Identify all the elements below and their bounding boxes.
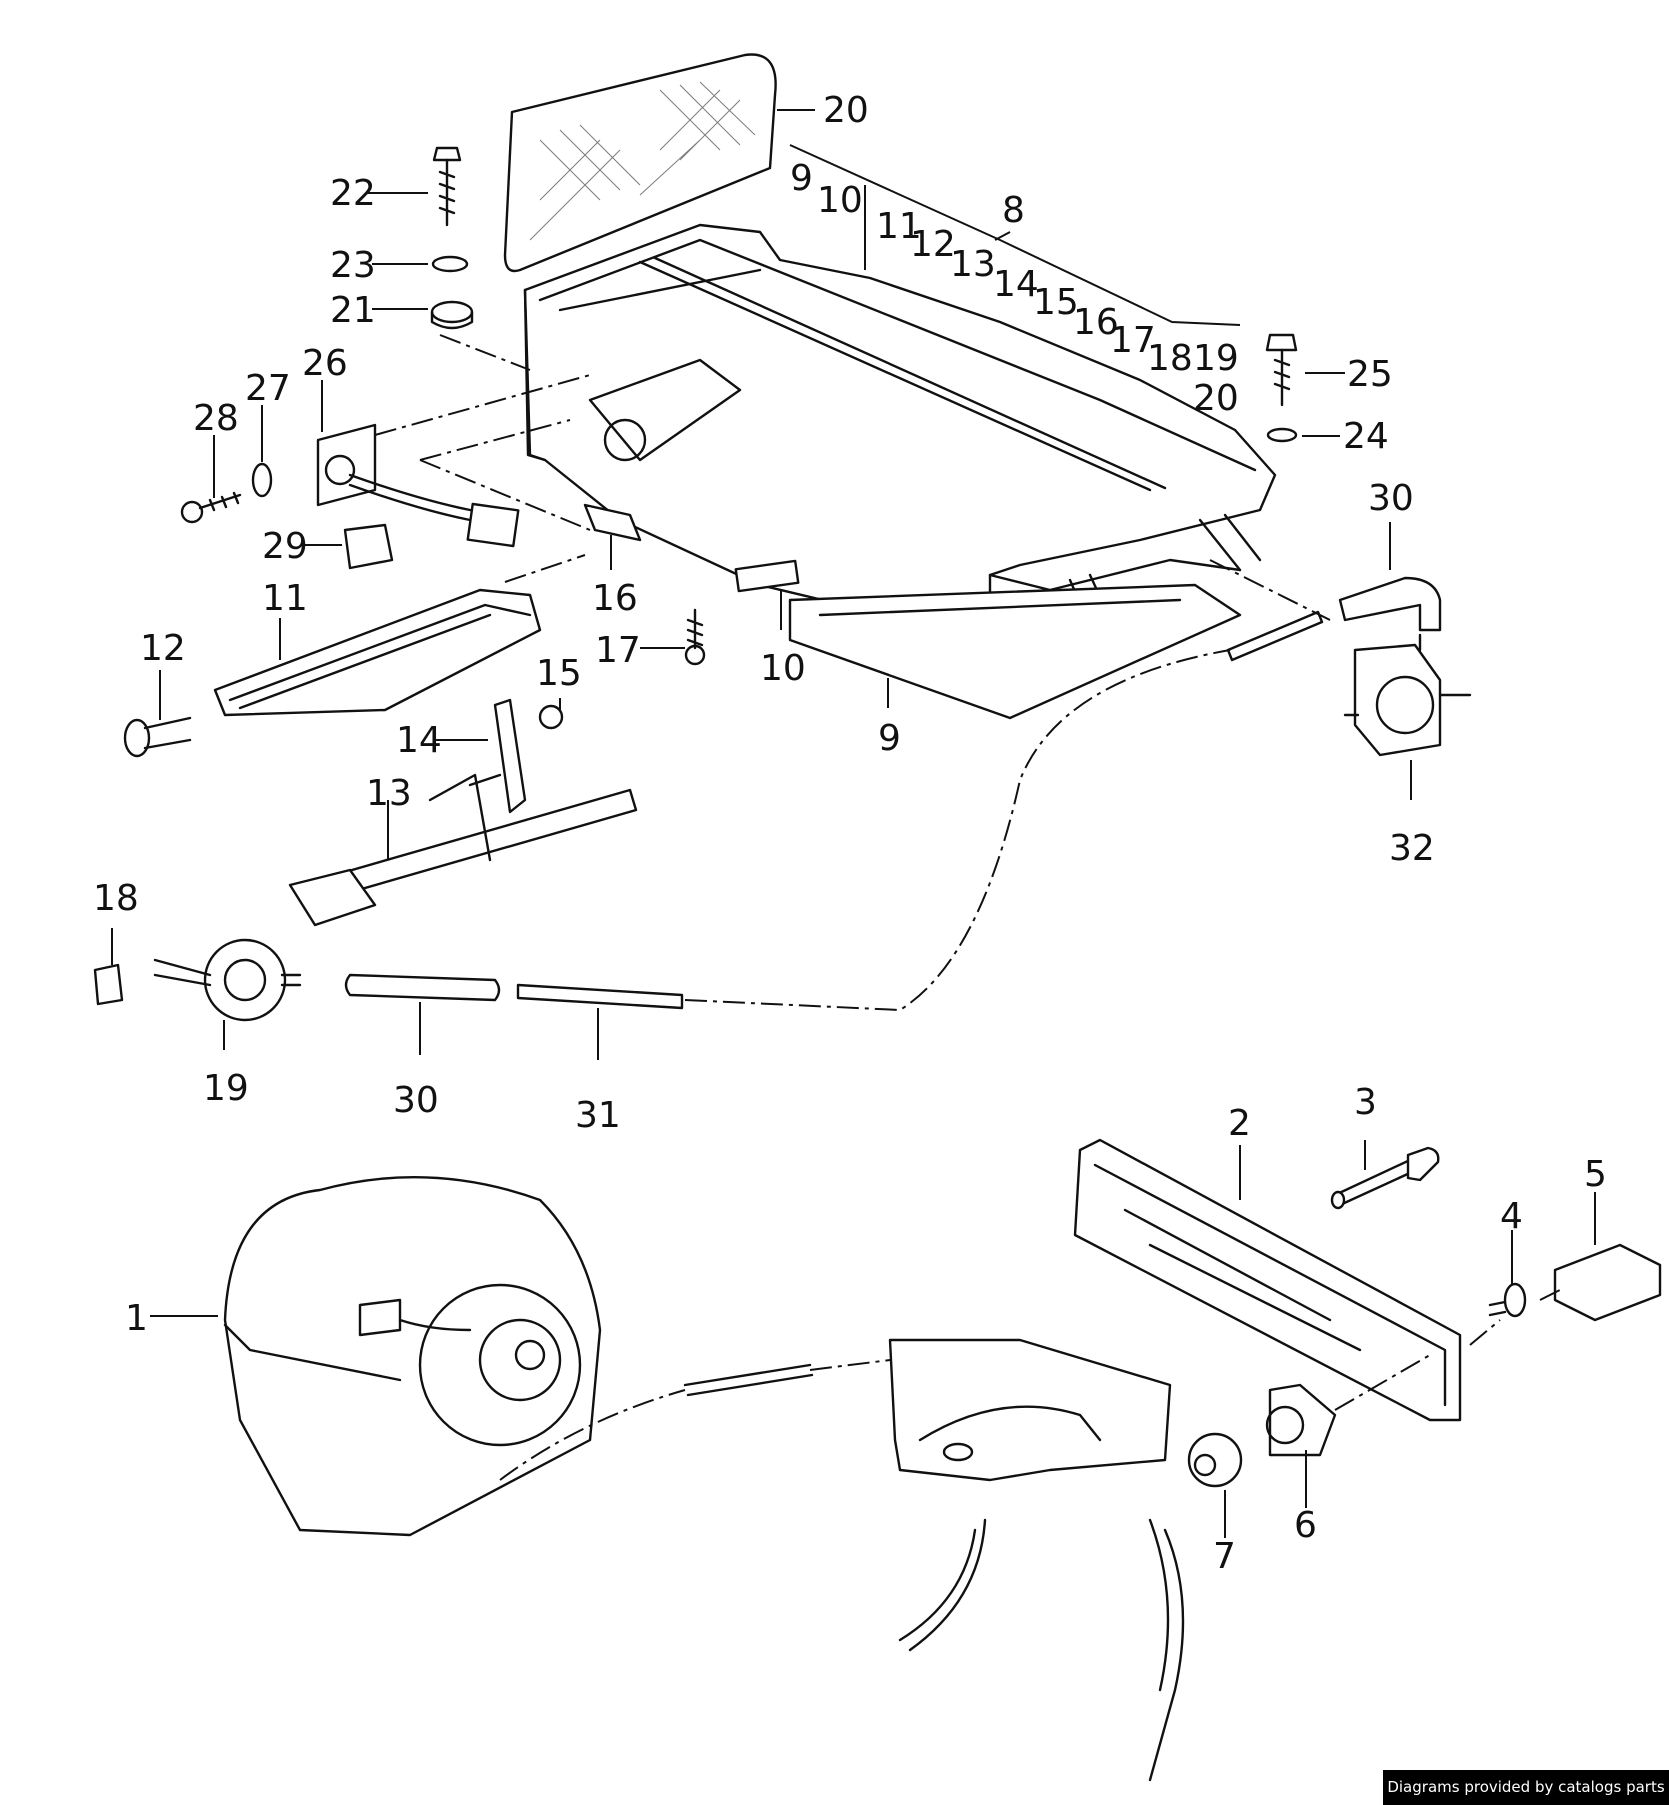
cable-left-part — [898, 1518, 987, 1652]
tube-31-part — [516, 983, 684, 1010]
callout-17-top: 17 — [1110, 320, 1156, 361]
callout-13-top: 13 — [950, 244, 996, 285]
connector-29-part — [343, 523, 394, 570]
callout-22: 22 — [330, 173, 376, 214]
bolt-22-part — [432, 146, 462, 227]
clip-18-part — [93, 963, 124, 1006]
callout-10-top: 10 — [817, 180, 863, 221]
callout-labels: 20 22 23 21 8 9 10 11 12 13 14 15 16 17 … — [93, 90, 1607, 1577]
callout-18: 18 — [93, 878, 139, 919]
main-housing-part — [523, 223, 1277, 652]
bolt-25-part — [1265, 333, 1298, 407]
damper-flap-part — [213, 588, 542, 717]
callout-28: 28 — [193, 398, 239, 439]
callout-32: 32 — [1389, 828, 1435, 869]
callout-16: 16 — [592, 578, 638, 619]
callout-3: 3 — [1354, 1082, 1377, 1123]
callout-20: 20 — [823, 90, 869, 131]
callout-27: 27 — [245, 368, 291, 409]
pin-12-part — [123, 716, 192, 758]
callout-15: 15 — [536, 653, 582, 694]
callout-5: 5 — [1584, 1154, 1607, 1195]
callout-2: 2 — [1228, 1103, 1251, 1144]
rotary-switch-part — [1265, 1383, 1337, 1457]
bulb-part — [1488, 1282, 1527, 1318]
callout-10: 10 — [760, 648, 806, 689]
control-unit-part — [888, 1338, 1172, 1482]
assembly-line — [1539, 1289, 1561, 1301]
shaft-13-part — [288, 773, 638, 927]
diagram-credit: Diagrams provided by catalogs parts — [1383, 1770, 1669, 1805]
knob-part — [1330, 1146, 1440, 1210]
gasket-strip-part — [788, 583, 1242, 720]
clip-15-part — [538, 704, 564, 730]
foam-block-part — [734, 559, 800, 593]
cable-segment-part — [683, 1363, 814, 1397]
callout-14: 14 — [396, 720, 442, 761]
callout-11: 11 — [262, 578, 308, 619]
assembly-line — [504, 554, 586, 583]
cable-right-part — [1148, 1518, 1185, 1782]
callout-30-top: 30 — [1368, 478, 1414, 519]
assembly-line — [809, 1359, 891, 1371]
callout-26: 26 — [302, 343, 348, 384]
callout-14-top: 14 — [993, 264, 1039, 305]
blower-housing-part — [223, 1175, 602, 1537]
callout-9: 9 — [878, 718, 901, 759]
callout-9-top: 9 — [790, 158, 813, 199]
callout-4: 4 — [1500, 1196, 1523, 1237]
callout-1: 1 — [125, 1298, 148, 1339]
washer-24-part — [1266, 427, 1298, 443]
callout-12: 12 — [140, 628, 186, 669]
filter-mat-part — [503, 53, 777, 273]
switch-5-part — [1553, 1243, 1662, 1322]
callout-13: 13 — [366, 773, 412, 814]
callout-8: 8 — [1002, 190, 1025, 231]
ring-washer-part — [251, 462, 273, 498]
callout-20-top: 20 — [1193, 378, 1239, 419]
assembly-line — [419, 419, 571, 461]
vacuum-valve-part — [1343, 633, 1472, 757]
vacuum-actuator-part — [153, 938, 302, 1022]
screw-28-part — [180, 491, 242, 524]
callout-16-top: 16 — [1073, 302, 1119, 343]
callout-19: 19 — [203, 1068, 249, 1109]
callout-21: 21 — [330, 290, 376, 331]
callout-17: 17 — [595, 630, 641, 671]
callout-29: 29 — [262, 526, 308, 567]
callout-19-top: 19 — [1193, 338, 1239, 379]
callout-15-top: 15 — [1033, 282, 1079, 323]
assembly-line — [439, 334, 531, 371]
callout-25: 25 — [1347, 354, 1393, 395]
leader-lines — [111, 109, 1596, 1538]
callout-18-top: 18 — [1147, 338, 1193, 379]
assembly-line — [1334, 1354, 1431, 1411]
callout-24: 24 — [1343, 416, 1389, 457]
tube-31-upper-part — [1226, 610, 1324, 662]
screw-17-part — [684, 608, 706, 666]
lever-14-part — [468, 698, 527, 814]
hose-30-lower-part — [344, 973, 501, 1002]
assembly-line — [419, 459, 591, 531]
switch-plate-part — [316, 423, 520, 548]
clip-part — [583, 503, 642, 542]
callout-30: 30 — [393, 1080, 439, 1121]
washer-23-part — [431, 255, 469, 273]
hose-30-upper-part — [1338, 576, 1442, 632]
callout-23: 23 — [330, 245, 376, 286]
assembly-line — [1469, 1319, 1501, 1346]
callout-6: 6 — [1294, 1505, 1317, 1546]
assembly-line — [1209, 559, 1331, 621]
trim-panel-part — [1073, 1138, 1462, 1422]
callout-31: 31 — [575, 1095, 621, 1136]
assembly-line — [684, 649, 1231, 1012]
assembly-line — [499, 1389, 686, 1481]
grommet-part — [430, 300, 474, 330]
callout-12-top: 12 — [910, 224, 956, 265]
knob-7-part — [1187, 1432, 1243, 1488]
callout-11-top: 11 — [876, 206, 922, 247]
callout-7: 7 — [1213, 1536, 1236, 1577]
